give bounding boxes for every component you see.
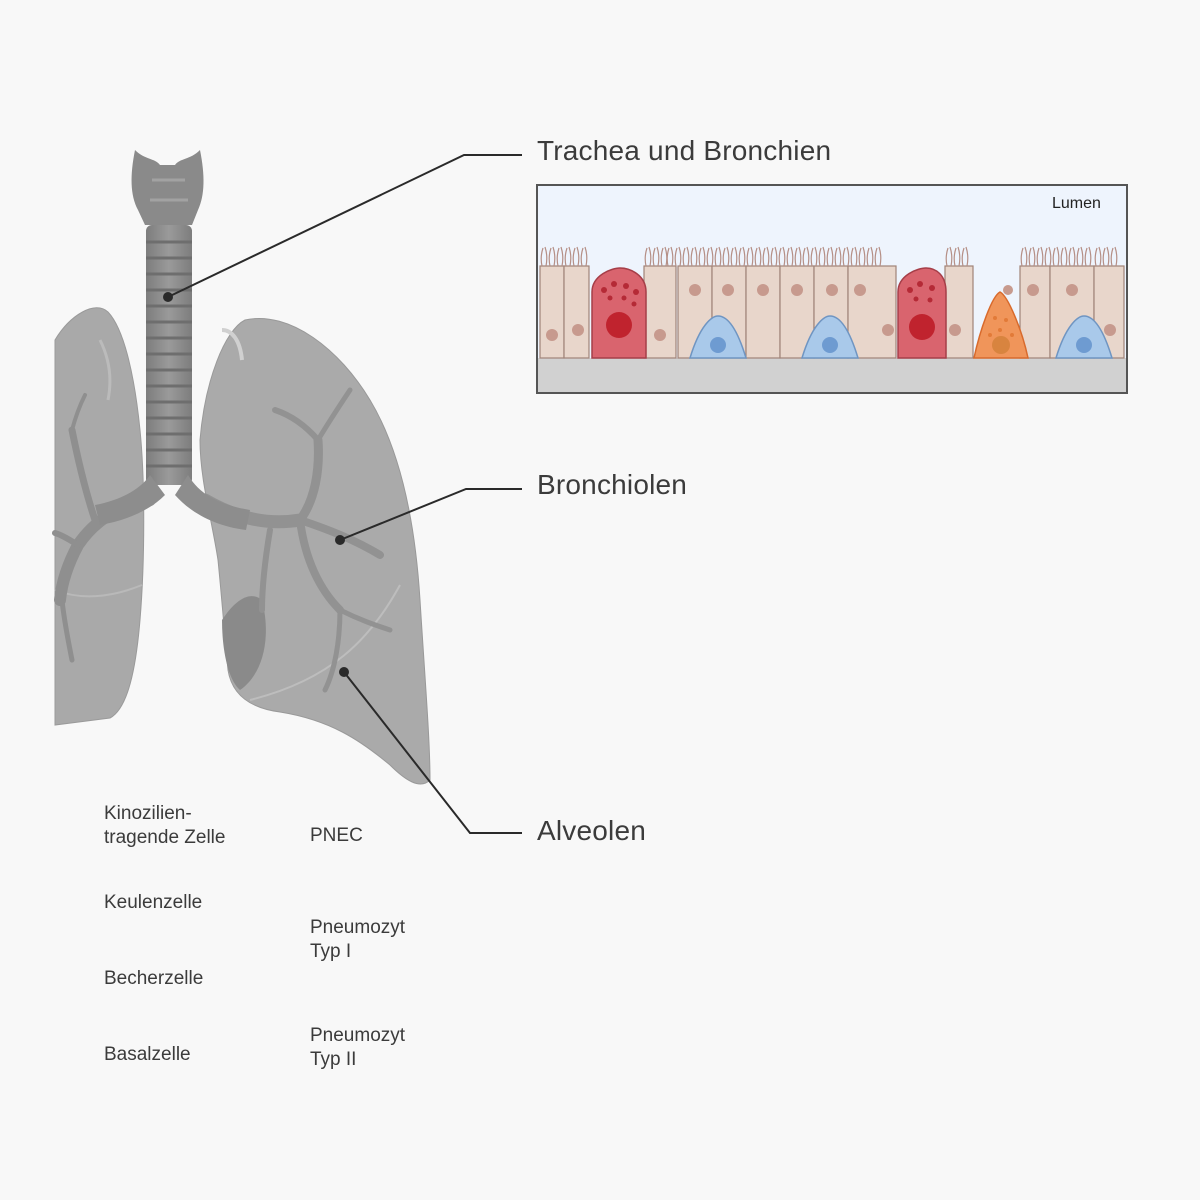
basal-cell	[800, 315, 860, 359]
larynx	[131, 150, 204, 225]
legend-pneumo1-line2: Typ I	[310, 941, 352, 962]
right-lung	[199, 318, 431, 785]
lumen-label: Lumen	[1052, 195, 1101, 212]
legend-pneumo2-line1: Pneumozyt	[310, 1025, 406, 1046]
pointer-dot-trachea	[163, 292, 173, 302]
pointer-dot-alveole	[339, 667, 349, 677]
legend-pneumo1-label: Pneumozyt Typ I	[310, 916, 405, 964]
club-cell	[591, 267, 647, 359]
panel-trachea	[536, 184, 1128, 394]
pointer-dot-bronchiole	[335, 535, 345, 545]
lung-illustration	[52, 150, 431, 785]
legend-ciliated-line2: tragende Zelle	[104, 827, 226, 848]
trachea-rings	[146, 240, 192, 468]
legend-pneumo1-line1: Pneumozyt	[310, 917, 406, 938]
legend-goblet-label: Becherzelle	[104, 968, 204, 989]
legend-ciliated-line1: Kinozilien-	[104, 803, 192, 824]
legend-pneumo2-line2: Typ II	[310, 1049, 357, 1070]
pnec-cell	[973, 291, 1029, 359]
section-title-trachea: Trachea und Bronchien	[537, 135, 832, 166]
legend-club-label: Keulenzelle	[104, 892, 203, 913]
section-title-alveolen: Alveolen	[537, 815, 647, 846]
legend-pnec-label: PNEC	[310, 825, 363, 846]
pointer-lines	[167, 154, 522, 834]
club-cell	[897, 267, 947, 359]
legend-pneumo2-label: Pneumozyt Typ II	[310, 1024, 405, 1072]
basal-cell	[688, 315, 748, 359]
legend-ciliated-label: Kinozilien- tragende Zelle	[104, 802, 225, 850]
basal-cell	[1054, 315, 1114, 359]
section-title-bronchiolen: Bronchiolen	[537, 469, 688, 500]
legend-basal-label: Basalzelle	[104, 1044, 191, 1065]
